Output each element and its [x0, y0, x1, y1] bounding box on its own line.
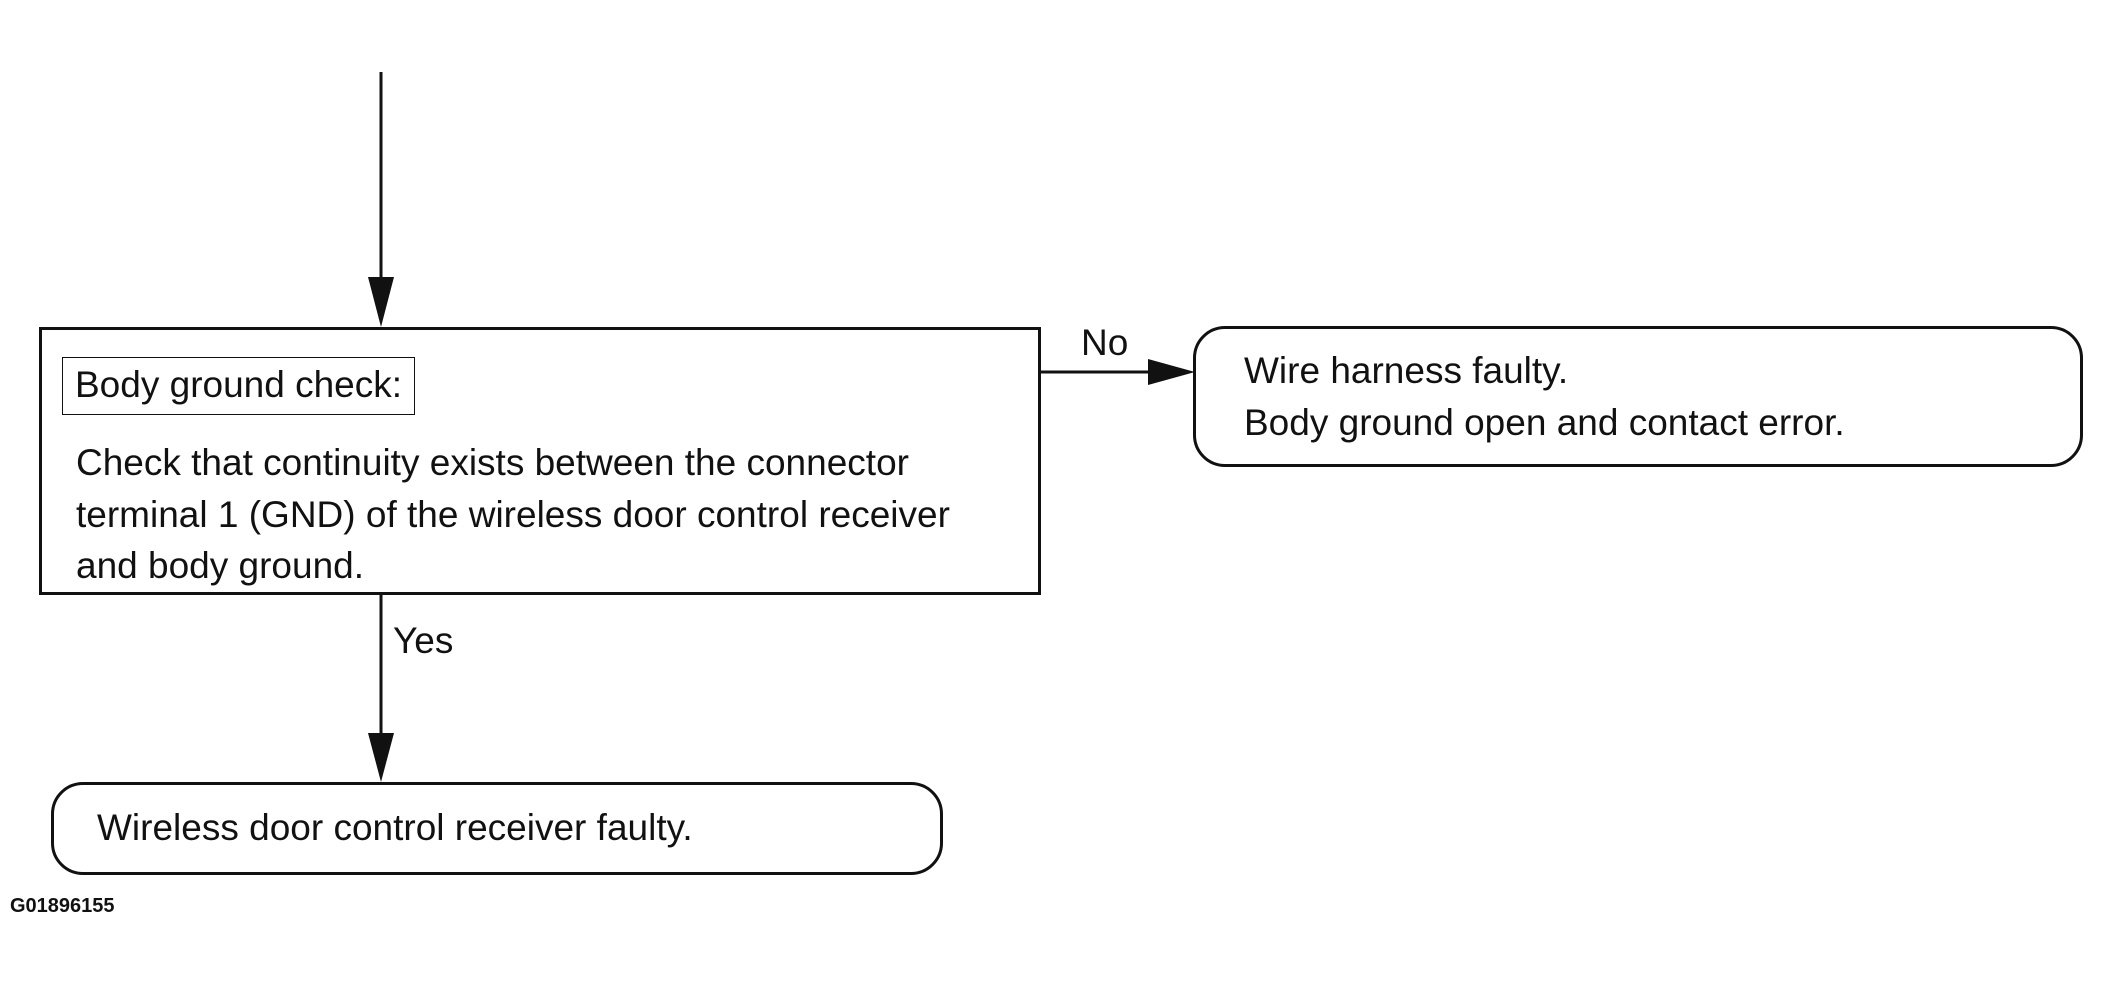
yes-branch-label: Yes	[393, 620, 454, 661]
incoming-arrow-head	[368, 277, 394, 327]
body-ground-check-box: Body ground check: Check that continuity…	[39, 327, 1041, 595]
check-instruction-line-2: terminal 1 (GND) of the wireless door co…	[76, 494, 950, 535]
no-result-line-1: Wire harness faulty.	[1244, 350, 1569, 391]
no-arrow-head	[1148, 359, 1195, 385]
figure-id: G01896155	[10, 895, 115, 917]
yes-result-text: Wireless door control receiver faulty.	[97, 807, 693, 848]
check-title: Body ground check:	[62, 357, 416, 415]
receiver-faulty-box: Wireless door control receiver faulty.	[51, 782, 943, 875]
check-instruction-line-3: and body ground.	[76, 545, 365, 586]
wire-harness-faulty-box: Wire harness faulty. Body ground open an…	[1193, 326, 2083, 467]
yes-arrow-head	[368, 733, 394, 782]
no-result-line-2: Body ground open and contact error.	[1244, 402, 1845, 443]
check-instruction-line-1: Check that continuity exists between the…	[76, 442, 909, 483]
no-branch-label: No	[1081, 322, 1129, 363]
